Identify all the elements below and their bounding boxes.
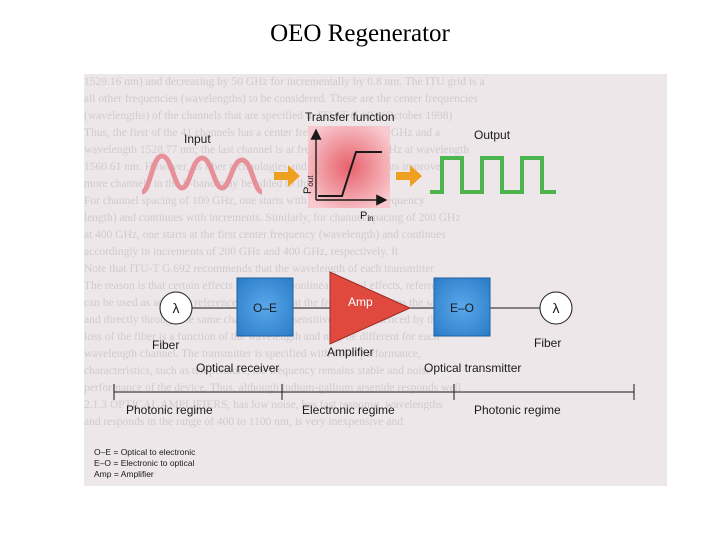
slide-title: OEO Regenerator bbox=[270, 20, 450, 47]
lambda-symbol-right: λ bbox=[553, 300, 560, 316]
fiber-label-left: Fiber bbox=[152, 338, 179, 352]
amplifier-group: Amp Amplifier bbox=[327, 271, 412, 359]
amplifier-triangle bbox=[329, 271, 412, 345]
legend-item: Amp = Amplifier bbox=[94, 469, 154, 479]
optical-receiver-label: Optical receiver bbox=[196, 361, 279, 375]
eo-block bbox=[433, 277, 491, 337]
background-text-line: 2.1.3 OPTICAL AMPLIFIERS, has low noise,… bbox=[84, 399, 443, 411]
output-waveform bbox=[430, 156, 556, 194]
background-text-line: length) and continues with increments. S… bbox=[84, 212, 461, 224]
eo-block-group: E–O Optical transmitter bbox=[424, 277, 521, 375]
regime-timeline: Photonic regime Electronic regime Photon… bbox=[113, 384, 635, 417]
transfer-function-label: Transfer function bbox=[305, 110, 395, 124]
output-label: Output bbox=[474, 128, 511, 142]
input-signal-group: Input bbox=[140, 132, 300, 195]
electronic-regime-label: Electronic regime bbox=[302, 403, 395, 417]
oe-block bbox=[236, 277, 294, 337]
oeo-diagram: Transfer function Pout Pin Input Output bbox=[94, 110, 635, 479]
output-arrow bbox=[396, 165, 422, 187]
background-text-line: all other frequencies (wavelengths) to b… bbox=[84, 93, 478, 105]
oeo-regenerator-figure: 1529.16 nm) and decreasing by 50 GHz for… bbox=[84, 74, 667, 486]
input-waveform bbox=[140, 153, 264, 195]
oe-block-label: O–E bbox=[253, 301, 277, 315]
optical-transmitter-label: Optical transmitter bbox=[424, 361, 521, 375]
legend: O–E = Optical to electronic E–O = Electr… bbox=[94, 447, 196, 479]
photonic-regime-right-label: Photonic regime bbox=[474, 403, 561, 417]
transfer-function-box bbox=[308, 126, 390, 208]
amp-label: Amp bbox=[348, 295, 373, 309]
background-text-line: Note that ITU-T G.692 recommends that th… bbox=[84, 263, 435, 275]
lambda-source-left: λ Fiber bbox=[152, 291, 193, 352]
legend-item: O–E = Optical to electronic bbox=[94, 447, 196, 457]
oe-block-group: O–E Optical receiver bbox=[196, 277, 294, 375]
background-text-line: 1529.16 nm) and decreasing by 50 GHz for… bbox=[84, 76, 485, 88]
lambda-source-right: λ Fiber bbox=[534, 291, 573, 350]
output-signal-group: Output bbox=[396, 128, 556, 194]
lambda-symbol-left: λ bbox=[173, 300, 180, 316]
input-arrow bbox=[274, 165, 300, 187]
background-text-line: accordingly in increments of 200 GHz and… bbox=[84, 246, 399, 258]
transfer-x-label: Pin bbox=[360, 210, 374, 223]
legend-item: E–O = Electronic to optical bbox=[94, 458, 195, 468]
background-text-line: and responds in the range of 400 to 1100… bbox=[84, 416, 403, 428]
lambda-circle-right bbox=[539, 291, 573, 325]
transfer-y-label: Pout bbox=[302, 175, 315, 194]
fiber-label-right: Fiber bbox=[534, 336, 561, 350]
background-text-line: characteristics, such as temperature, th… bbox=[84, 365, 432, 377]
background-text-line: at 400 GHz, one starts at the first cent… bbox=[84, 229, 446, 241]
background-text-line: (wavelengths) of the channels that are s… bbox=[84, 110, 453, 122]
transfer-curve bbox=[318, 151, 382, 197]
photonic-regime-left-label: Photonic regime bbox=[126, 403, 213, 417]
background-text-line: wavelength channel. The transmitter is s… bbox=[84, 348, 422, 360]
input-label: Input bbox=[184, 132, 211, 146]
eo-block-label: E–O bbox=[450, 301, 474, 315]
background-text-line: performance of the device. Thus, althoug… bbox=[84, 382, 461, 394]
amplifier-label: Amplifier bbox=[327, 345, 374, 359]
transfer-function-group: Transfer function Pout Pin bbox=[302, 110, 395, 223]
lambda-circle-left bbox=[159, 291, 193, 325]
